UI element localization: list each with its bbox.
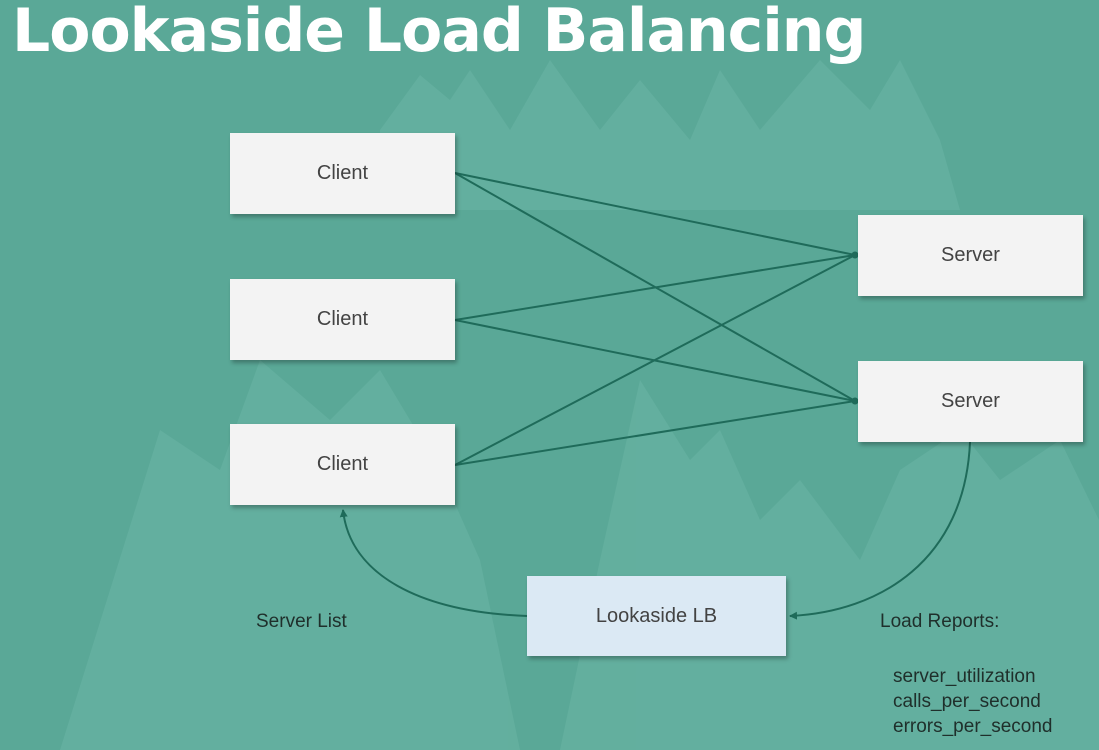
load-report-metrics: server_utilization calls_per_second erro… [893, 664, 1052, 739]
metric-calls-per-second: calls_per_second [893, 691, 1041, 712]
load-reports-label: Load Reports: [880, 611, 1000, 632]
client-box-2: Client [230, 279, 455, 360]
link-client-3-server-2 [454, 400, 856, 466]
server-box-1: Server [858, 215, 1083, 296]
server-box-2: Server [858, 361, 1083, 442]
link-client-3-server-1 [454, 254, 856, 466]
load-report-arrow [789, 441, 971, 620]
client-box-1: Client [230, 133, 455, 214]
server-2-connector-dot [851, 397, 859, 405]
lookaside-lb-box: Lookaside LB [527, 576, 786, 656]
server-1-connector-dot [851, 251, 859, 259]
client-box-3: Client [230, 424, 455, 505]
metric-errors-per-second: errors_per_second [893, 716, 1053, 737]
server-list-label: Server List [256, 611, 347, 632]
link-client-2-server-1 [454, 254, 856, 321]
metric-server-utilization: server_utilization [893, 666, 1036, 687]
page-title: Lookaside Load Balancing [12, 0, 866, 66]
server-list-arrow [339, 509, 528, 617]
link-client-1-server-1 [454, 172, 856, 256]
